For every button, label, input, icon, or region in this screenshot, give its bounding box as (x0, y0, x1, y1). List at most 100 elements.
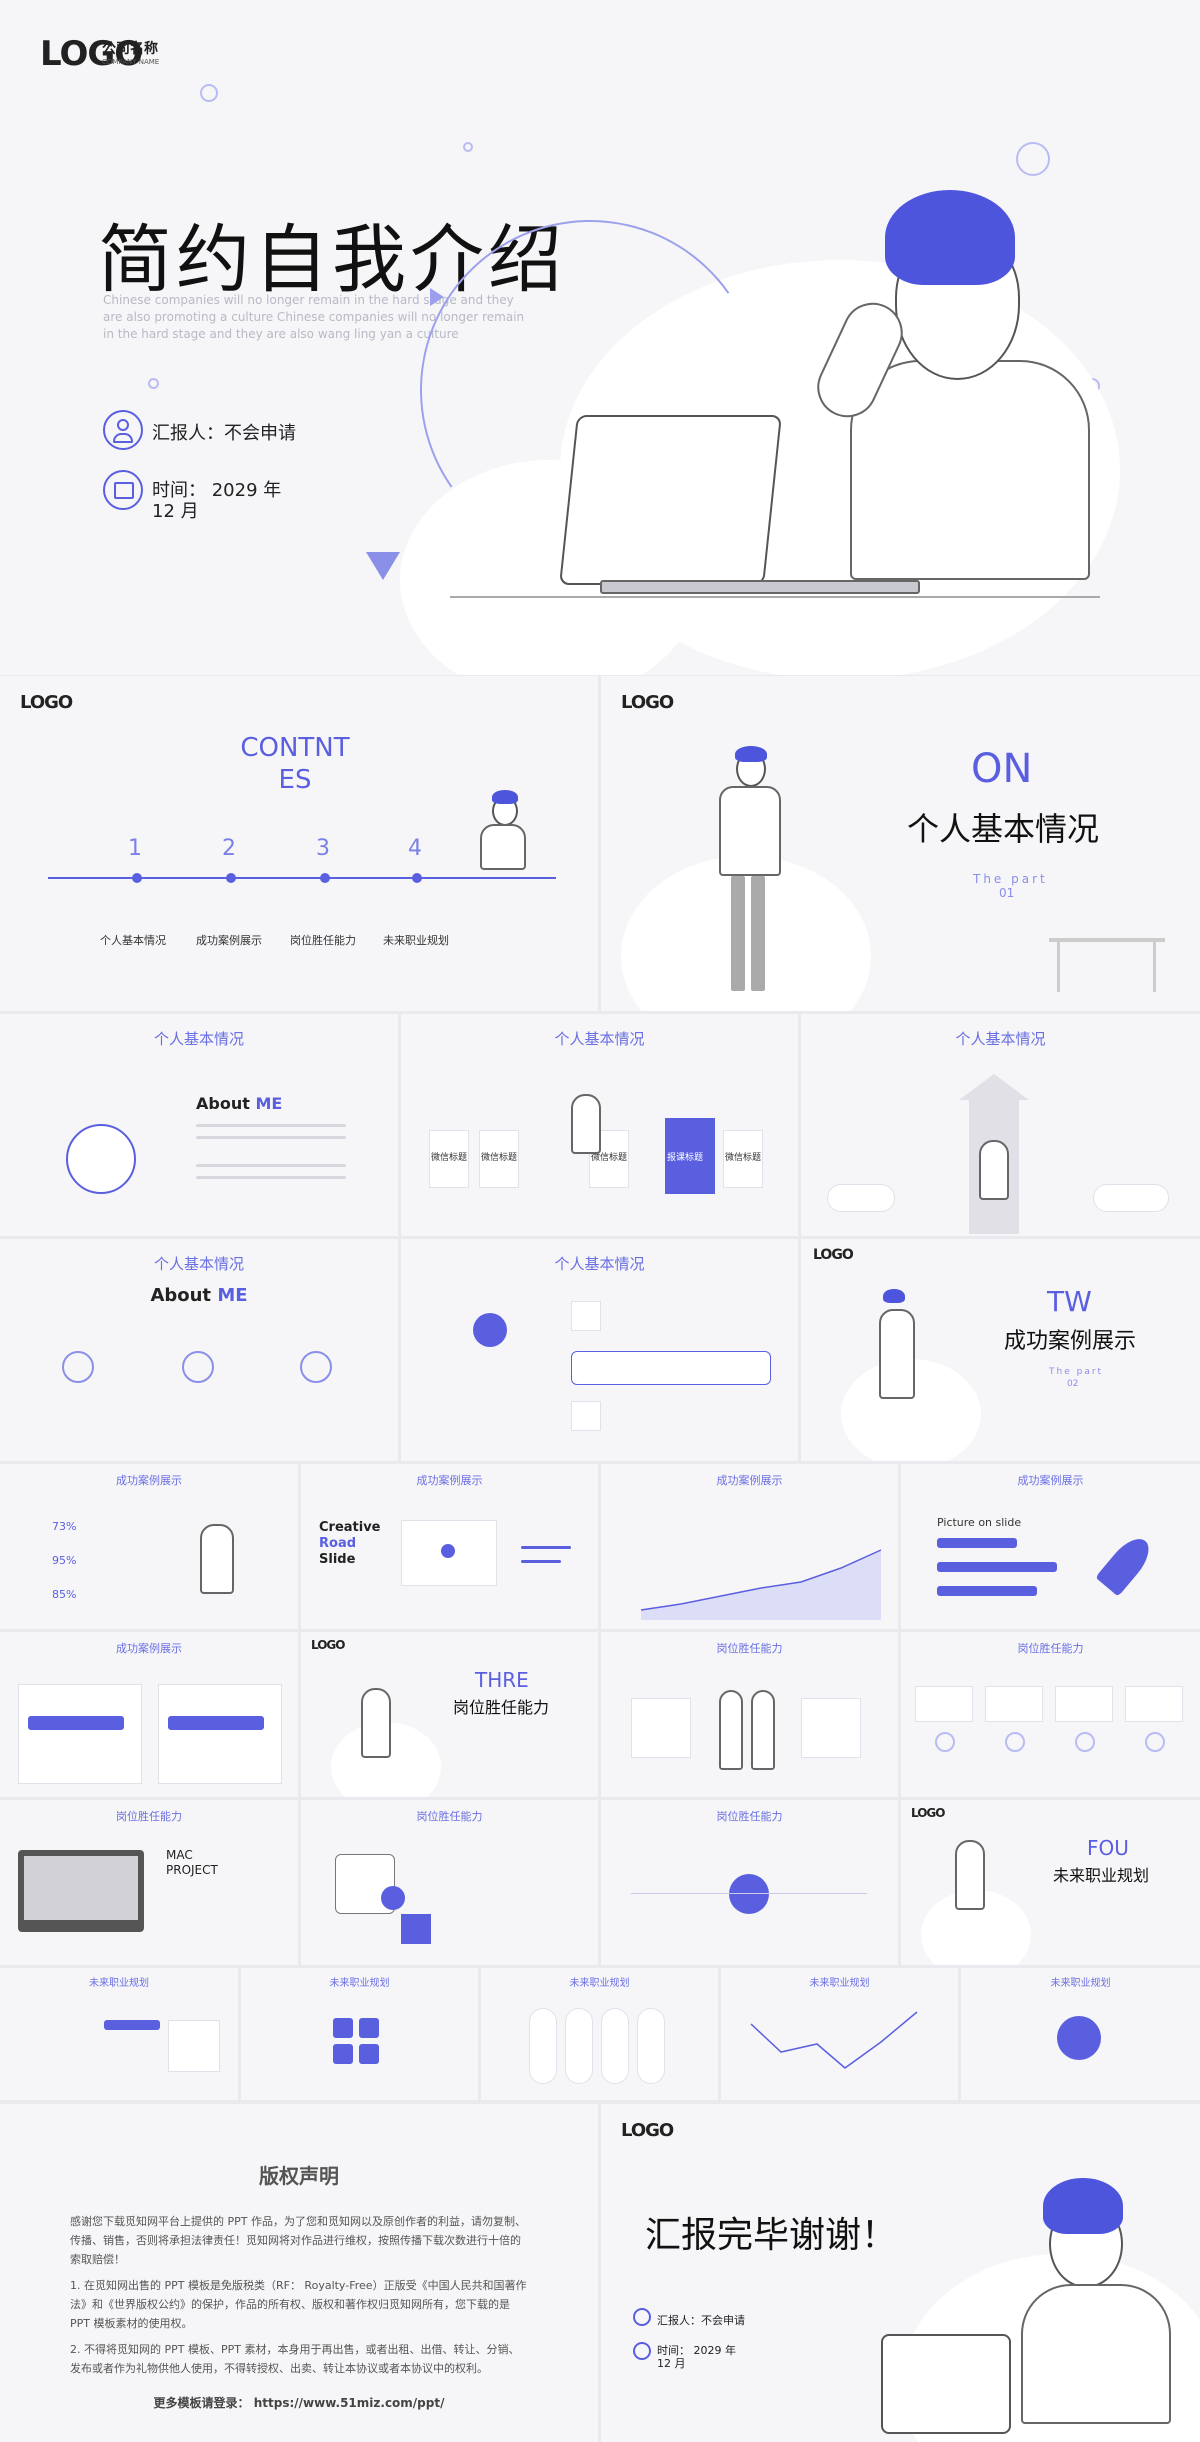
slide-ability-hub[interactable]: 岗位胜任能力 (601, 1800, 898, 1965)
slide-ability-safe[interactable]: 岗位胜任能力 (301, 1800, 598, 1965)
person-hair (883, 1289, 905, 1303)
slide-section-two[interactable]: LOGO TW 成功案例展示 The part 02 (801, 1239, 1200, 1461)
section-title: 个人基本情况 (907, 810, 1100, 848)
slide-bitcoin[interactable]: 个人基本情况 (401, 1239, 798, 1461)
contents-item[interactable]: 个人基本情况 (100, 934, 166, 947)
slide-future-5[interactable]: 未来职业规划 (961, 1968, 1200, 2100)
copyright-title: 版权声明 (259, 2164, 339, 2188)
slide-cases-growth[interactable]: 成功案例展示 (601, 1464, 898, 1629)
slide-title: 成功案例展示 (1017, 1474, 1084, 1487)
copyright-paragraph: 2. 不得将觅知网的 PPT 模板、PPT 素材，本身用于再出售，或者出租、出借… (70, 2343, 520, 2375)
growth-line (640, 1549, 882, 1611)
cover-subtitle: Chinese companies will no longer remain … (103, 292, 563, 343)
section-title: 未来职业规划 (1053, 1866, 1150, 1885)
person-body (571, 1094, 601, 1154)
about-heading: About ME (0, 1285, 398, 1306)
triangle-outline-icon (366, 552, 400, 580)
pill-card (529, 2008, 557, 2084)
calendar-icon (103, 470, 143, 510)
contents-number: 2 (222, 836, 236, 861)
contents-title: CONTNT ES (0, 732, 590, 796)
section-part: The part (1049, 1367, 1104, 1377)
info-card-label: 微信标题 (481, 1153, 518, 1163)
person-body (719, 786, 781, 876)
person-body (850, 360, 1090, 580)
slide-picture-on-slide[interactable]: 成功案例展示 Picture on slide (901, 1464, 1200, 1629)
slide-title: 个人基本情况 (554, 1030, 645, 1048)
time-text: 时间： 2029 年 12 月 (152, 480, 281, 522)
slide-creative-road[interactable]: 成功案例展示 Creative Road Slide (301, 1464, 598, 1629)
icon-tile (333, 2018, 353, 2038)
percent-number: 95 (52, 1554, 66, 1567)
slide-title: 岗位胜任能力 (716, 1810, 783, 1823)
slide-ability-handshake[interactable]: 岗位胜任能力 (601, 1632, 898, 1797)
section-part-number: 02 (1067, 1379, 1079, 1389)
slide-personal-boxes[interactable]: 个人基本情况 微信标题 微信标题 微信标题 报课标题 微信标题 (401, 1014, 798, 1236)
slide-final[interactable]: LOGO 汇报完毕谢谢！ 汇报人：不会申请 时间： 2029 年 12 月 (601, 2104, 1200, 2442)
about-word: About (150, 1285, 212, 1306)
section-part: The part (973, 872, 1048, 886)
slide-section-three[interactable]: LOGO THRE 岗位胜任能力 (301, 1632, 598, 1797)
slide-title: 成功案例展示 (116, 1642, 182, 1655)
progress-bar (937, 1586, 1037, 1596)
slide-about-me-2[interactable]: 个人基本情况 About ME (0, 1239, 398, 1461)
feature-icon (1145, 1732, 1165, 1752)
info-card-label: 微信标题 (431, 1153, 468, 1163)
text-card (1055, 1686, 1113, 1722)
slide-copyright[interactable]: 版权声明 感谢您下载觅知网平台上提供的 PPT 作品，为了您和觅知网以及原创作者… (0, 2104, 598, 2442)
slide-future-4[interactable]: 未来职业规划 (721, 1968, 958, 2100)
slide-cover[interactable]: LOGO 公司名称 COMPANY NAME 简约自我介绍 Chinese co… (0, 0, 1200, 675)
slide-section-four[interactable]: LOGO FOU 未来职业规划 (901, 1800, 1200, 1965)
slide-ability-cards[interactable]: 岗位胜任能力 (901, 1632, 1200, 1797)
cover-subtitle-line: in the hard stage and they are also wang… (103, 327, 459, 341)
slide-future-1[interactable]: 未来职业规划 (0, 1968, 238, 2100)
person-body (1021, 2284, 1171, 2424)
icon-tile (333, 2044, 353, 2064)
slide-crossroads[interactable]: 个人基本情况 (801, 1014, 1200, 1236)
final-reporter: 汇报人：不会申请 (657, 2314, 745, 2327)
rocket-icon (1095, 1531, 1157, 1597)
timeline-dot (412, 873, 422, 883)
text-card (1125, 1686, 1183, 1722)
slide-about-me[interactable]: 个人基本情况 About ME (0, 1014, 398, 1236)
section-big-word: THRE (475, 1668, 529, 1692)
percent-number: 73 (52, 1520, 66, 1533)
logo: LOGO (911, 1806, 945, 1820)
percent-value: 95% (52, 1554, 76, 1567)
reporter-text: 汇报人：不会申请 (152, 423, 296, 444)
slide-title: 成功案例展示 (716, 1474, 783, 1487)
person-body (480, 824, 526, 870)
chat-bubble (168, 1716, 264, 1730)
slide-cases-percent[interactable]: 成功案例展示 73% 95% 85% (0, 1464, 298, 1629)
icon-tile (359, 2018, 379, 2038)
feature-icon (182, 1351, 214, 1383)
monitor-screen (24, 1856, 138, 1920)
final-time-line: 时间： 2029 年 (657, 2344, 736, 2357)
arrow-head (959, 1074, 1029, 1100)
slide-contents[interactable]: LOGO CONTNT ES 1 2 3 4 个人基本情况 成功案例展示 岗位胜… (0, 676, 598, 1011)
text-card (801, 1698, 861, 1758)
contents-item[interactable]: 成功案例展示 (196, 934, 262, 947)
slide-cases-chat[interactable]: 成功案例展示 (0, 1632, 298, 1797)
slide-section-one[interactable]: LOGO ON 个人基本情况 The part 01 (601, 676, 1200, 1011)
person-leg (731, 876, 745, 991)
slide-mac-project[interactable]: 岗位胜任能力 MAC PROJECT (0, 1800, 298, 1965)
percent-value: 73% (52, 1520, 76, 1533)
hub-circle (1057, 2016, 1101, 2060)
section-big-word: FOU (1087, 1836, 1129, 1860)
highlight-card (401, 1914, 431, 1944)
avatar (66, 1124, 136, 1194)
slide-title: 成功案例展示 (416, 1474, 483, 1487)
mac-line: MAC (166, 1848, 193, 1862)
slide-future-3[interactable]: 未来职业规划 (481, 1968, 718, 2100)
contents-item[interactable]: 岗位胜任能力 (290, 934, 356, 947)
person-leg (751, 876, 765, 991)
copyright-url[interactable]: https://www.51miz.com/ppt/ (253, 2396, 445, 2410)
deco-circle (148, 378, 159, 389)
percent-value: 85% (52, 1588, 76, 1601)
list-card (571, 1401, 601, 1431)
slide-future-2[interactable]: 未来职业规划 (241, 1968, 478, 2100)
section-part-number: 01 (999, 886, 1015, 900)
text-card (915, 1686, 973, 1722)
contents-item[interactable]: 未来职业规划 (383, 934, 449, 947)
